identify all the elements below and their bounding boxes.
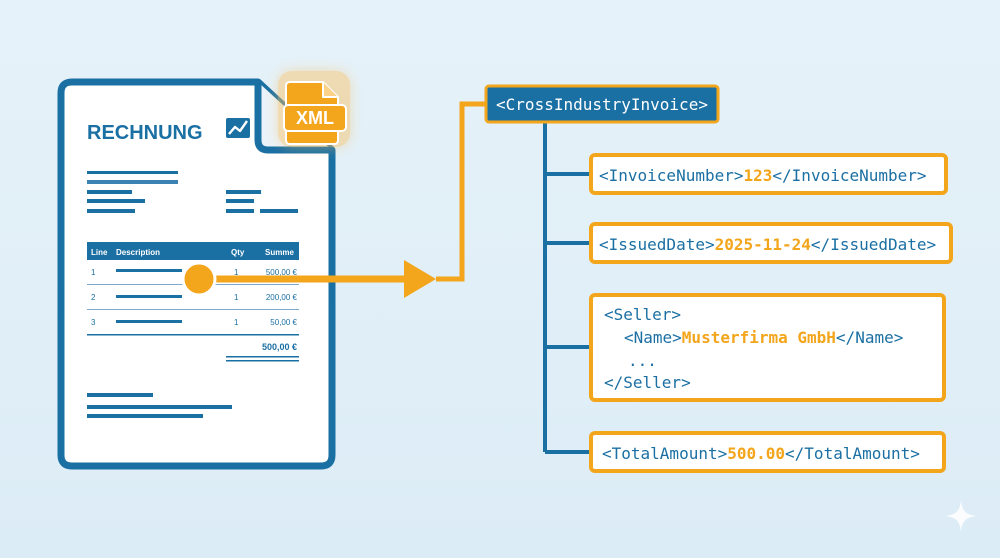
- tree-connector-lines: [543, 122, 592, 454]
- xml-close-tag: </TotalAmount>: [785, 444, 920, 463]
- xml-tree: <CrossIndustryInvoice> <InvoiceNumber>12…: [484, 84, 953, 473]
- xml-node-invoice-number: <InvoiceNumber>123</InvoiceNumber>: [589, 153, 948, 195]
- table-header-line: Line: [91, 248, 108, 257]
- invoice-title: RECHNUNG: [87, 122, 203, 144]
- row-qty: 1: [234, 268, 239, 277]
- xml-root-node: <CrossIndustryInvoice>: [484, 84, 720, 124]
- xml-ellipsis: ...: [628, 351, 657, 370]
- mapping-arrow: [181, 101, 488, 298]
- row-line-number: 1: [91, 268, 96, 277]
- invoice-header-lines: [87, 171, 298, 213]
- table-row: 2 1 200,00 €: [87, 293, 299, 310]
- row-sum: 200,00 €: [266, 293, 298, 302]
- svg-text:<Name>Musterfirma GmbH</Name>: <Name>Musterfirma GmbH</Name>: [624, 328, 903, 347]
- xml-open-tag: <IssuedDate>: [599, 235, 715, 254]
- row-qty: 1: [234, 318, 239, 327]
- xml-close-tag: </Name>: [836, 328, 903, 347]
- xml-open-tag: <InvoiceNumber>: [599, 166, 744, 185]
- xml-value: 123: [744, 166, 773, 185]
- table-row: 3 1 50,00 €: [87, 318, 299, 336]
- invoice-total: 500,00 €: [262, 342, 297, 352]
- source-marker: [181, 261, 217, 297]
- xml-badge-label: XML: [296, 108, 334, 128]
- table-header-sum: Summe: [265, 248, 294, 257]
- invoice-footer-lines: [87, 393, 232, 418]
- arrow-head: [404, 260, 436, 298]
- row-sum: 50,00 €: [270, 318, 297, 327]
- row-description-placeholder: [116, 269, 182, 272]
- xml-root-tag: <CrossIndustryInvoice>: [496, 95, 708, 114]
- xml-node-issued-date: <IssuedDate>2025-11-24</IssuedDate>: [589, 222, 953, 264]
- xml-value: 2025-11-24: [715, 235, 811, 254]
- sparkle-icon: [945, 500, 977, 532]
- row-line-number: 3: [91, 318, 96, 327]
- xml-value: 500.00: [727, 444, 785, 463]
- trend-chart-icon: [226, 118, 250, 138]
- xml-seller-close-tag: </Seller>: [604, 373, 691, 392]
- svg-text:<InvoiceNumber>123</InvoiceNum: <InvoiceNumber>123</InvoiceNumber>: [599, 166, 927, 185]
- xml-node-total-amount: <TotalAmount>500.00</TotalAmount>: [589, 431, 946, 473]
- xml-close-tag: </InvoiceNumber>: [772, 166, 926, 185]
- xml-close-tag: </IssuedDate>: [811, 235, 936, 254]
- table-header-bar: [87, 242, 299, 260]
- row-sum: 500,00 €: [266, 268, 298, 277]
- row-description-placeholder: [116, 320, 182, 323]
- xml-open-tag: <Name>: [624, 328, 682, 347]
- xml-open-tag: <TotalAmount>: [602, 444, 727, 463]
- svg-text:<IssuedDate>2025-11-24</Issued: <IssuedDate>2025-11-24</IssuedDate>: [599, 235, 936, 254]
- table-header-description: Description: [116, 248, 160, 257]
- svg-text:<TotalAmount>500.00</TotalAmou: <TotalAmount>500.00</TotalAmount>: [602, 444, 920, 463]
- row-description-placeholder: [116, 295, 182, 298]
- xml-file-badge: XML: [278, 71, 350, 147]
- invoice-table: Line Description Qty Summe 1 1 500,00 € …: [87, 242, 299, 362]
- row-line-number: 2: [91, 293, 96, 302]
- row-qty: 1: [234, 293, 239, 302]
- xml-value: Musterfirma GmbH: [682, 328, 836, 347]
- xml-node-seller: <Seller> <Name>Musterfirma GmbH</Name> .…: [589, 293, 946, 402]
- xml-seller-open-tag: <Seller>: [604, 305, 681, 324]
- table-header-qty: Qty: [231, 248, 245, 257]
